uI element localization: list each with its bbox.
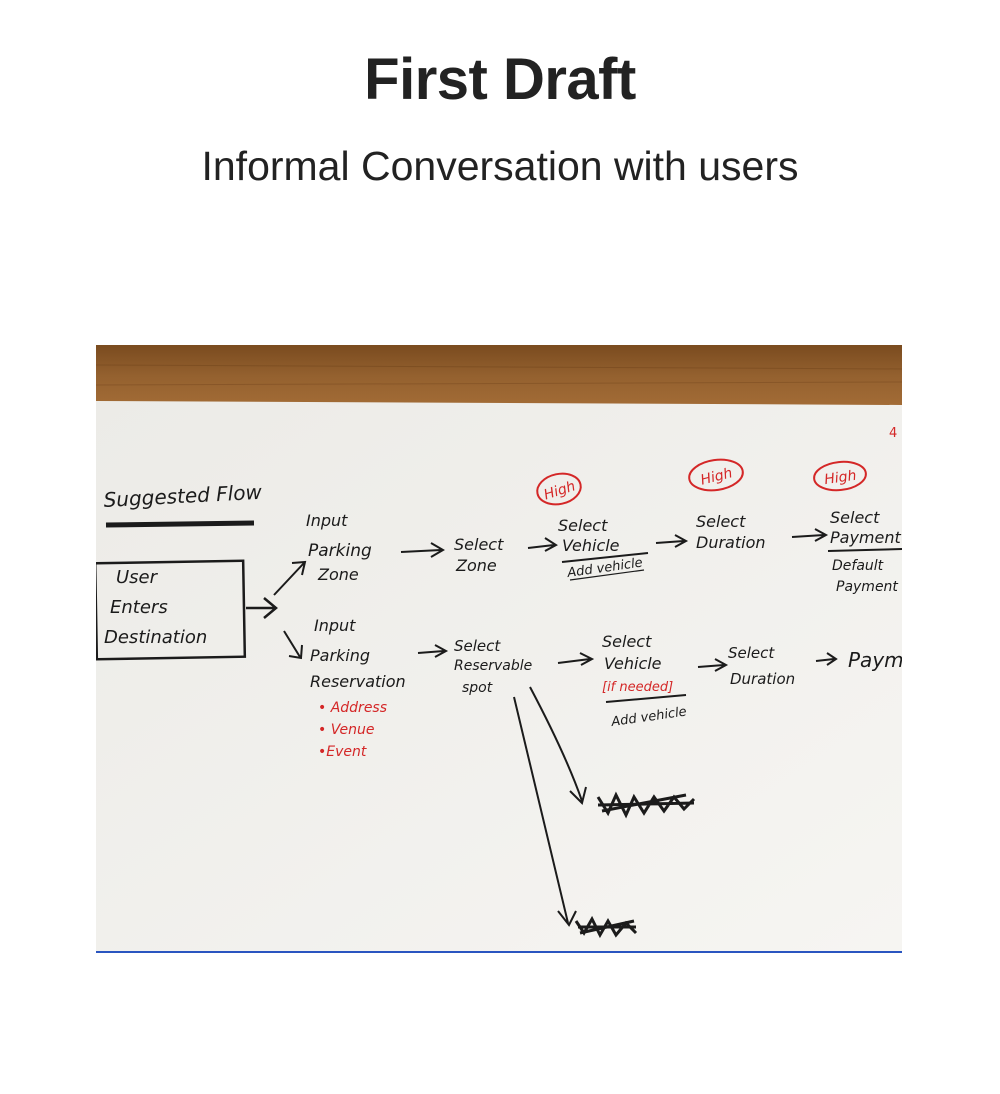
priority-badge-1 <box>536 472 582 506</box>
arrow-spot-to-scribble-2 <box>513 696 577 927</box>
option-event: •Event <box>318 744 367 760</box>
select-zone-line-2: Zone <box>455 556 497 575</box>
bottom-input-line-1: Input <box>314 616 356 635</box>
option-venue: • Venue <box>318 722 374 738</box>
branch-arrow-mid <box>246 597 278 619</box>
select-spot-line-1: Select <box>454 637 501 655</box>
bottom-vehicle-line-2: Vehicle <box>604 654 662 673</box>
bottom-duration-line-1: Select <box>728 644 775 662</box>
top-vehicle-line-1: Select <box>558 516 608 535</box>
heading-underline <box>105 520 255 528</box>
option-address: • Address <box>318 700 387 716</box>
arrow-to-select-vehicle <box>527 537 558 552</box>
arrow-to-select-zone <box>400 542 445 558</box>
page-title: First Draft <box>364 47 636 112</box>
priority-badge-3-label: High <box>823 468 857 488</box>
bottom-vehicle-line-1: Select <box>602 632 652 651</box>
scribble-2 <box>574 915 638 939</box>
arrow-to-select-duration <box>655 534 689 548</box>
bottom-duration-line-2: Duration <box>730 670 795 688</box>
select-zone-line-1: Select <box>454 535 504 554</box>
top-payment-line-1: Select <box>830 508 880 527</box>
sketch-photo: 4 Suggested Flow User Enters Destination… <box>96 345 902 953</box>
start-line-1: User <box>116 567 159 588</box>
arrow-spot-to-scribble-1 <box>529 686 587 805</box>
top-default-line-2: Payment <box>836 579 898 595</box>
top-payment-divider <box>827 548 902 552</box>
arrow-to-bottom-duration <box>697 658 729 672</box>
top-duration-line-1: Select <box>696 512 746 531</box>
select-spot-line-2: Reservable <box>454 658 532 674</box>
branch-arrow-up <box>273 560 307 596</box>
arrow-to-payment <box>815 652 838 666</box>
arrow-to-bottom-vehicle <box>557 652 595 666</box>
branch-arrow-down <box>283 630 303 660</box>
top-vehicle-line-2: Vehicle <box>562 536 620 555</box>
priority-badge-2-label: High <box>699 465 734 488</box>
priority-badge-3 <box>813 460 867 492</box>
bottom-vehicle-divider <box>605 694 687 703</box>
bottom-input-line-3: Reservation <box>310 672 406 691</box>
scribble-1 <box>596 791 696 819</box>
bottom-if-needed: [if needed] <box>602 680 673 695</box>
top-payment-line-2: Payment <box>830 528 901 547</box>
select-spot-line-3: spot <box>462 680 493 696</box>
arrow-to-select-payment <box>791 528 829 542</box>
sketch-drawing: 4 Suggested Flow User Enters Destination… <box>96 345 902 951</box>
priority-badge-2 <box>688 458 744 492</box>
top-duration-line-2: Duration <box>696 533 766 552</box>
top-default-line-1: Default <box>832 558 884 574</box>
paper-sheet <box>96 401 902 951</box>
start-line-3: Destination <box>104 627 207 648</box>
top-input-line-3: Zone <box>317 565 359 584</box>
start-box <box>96 559 247 661</box>
top-input-line-1: Input <box>306 511 348 530</box>
arrow-to-select-spot <box>417 644 449 658</box>
page-subtitle: Informal Conversation with users <box>201 143 799 189</box>
bottom-payment: Paym <box>848 648 902 672</box>
top-vehicle-divider <box>561 552 649 563</box>
wood-table <box>96 345 902 407</box>
corner-mark: 4 <box>889 426 897 441</box>
top-input-line-2: Parking <box>308 541 372 561</box>
bottom-input-line-2: Parking <box>310 646 370 665</box>
start-line-2: Enters <box>110 597 168 618</box>
